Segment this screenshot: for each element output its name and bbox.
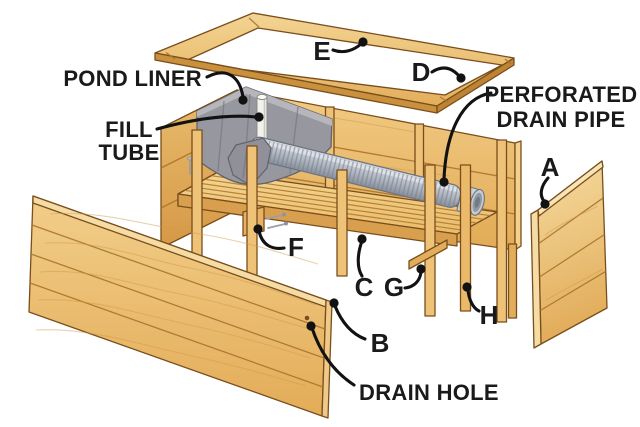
wall-screw [187,156,193,175]
part-letter-f: F [288,232,304,262]
front-batten-middle [336,169,348,277]
front-batten-left [246,145,258,294]
front-panel-board-lines [29,224,326,388]
part-b-leader [329,298,367,341]
leg-h [459,164,472,312]
pond-liner-label: POND LINER [63,66,202,91]
front-batten-right [424,164,436,317]
fill-tube-label-line2: TUBE [98,140,159,165]
part-letter-b: B [371,328,390,358]
part-c-leader [356,234,367,278]
part-letter-d: D [412,57,431,87]
part-letter-h: H [480,300,499,330]
pond-liner-flap-fold [242,145,248,179]
cleat-g [408,239,448,270]
callout-labels: POND LINER FILL TUBE PERFORATED DRAIN PI… [63,36,637,405]
side-panel-left-edge [530,209,542,349]
fill-tube [256,93,268,148]
part-letter-a: A [541,152,560,182]
front-panel-grain [35,212,319,387]
side-panel-board-lines [538,197,607,312]
perforated-drain-pipe-leader [439,91,493,187]
pond-liner-leader [205,71,248,105]
drain-hole-leader [306,321,356,387]
callout-leaders [155,37,550,387]
fill-tube-label-line1: FILL [105,117,153,142]
top-frame-lid [154,12,515,114]
part-f-leader [253,224,286,250]
perforated-drain-pipe-label-line1: PERFORATED [485,82,638,107]
part-letter-g: G [384,272,404,302]
back-wall-end-cap [514,140,522,251]
frame-joint-lines [165,17,512,103]
planter-box-body [160,86,522,323]
drain-hole [304,315,310,321]
part-letter-e: E [313,36,330,66]
side-panel-grain [544,205,604,301]
fill-tube-leader [155,112,264,131]
part-g-leader [403,264,426,290]
side-panel-a [530,160,608,349]
part-letter-c: C [355,272,374,302]
front-battens-and-legs [191,129,472,317]
perforated-drain-pipe-label-line2: DRAIN PIPE [497,107,626,132]
part-d-leader [430,66,466,83]
top-frame-right-edge [436,57,515,114]
drain-hole-label: DRAIN HOLE [359,380,499,405]
fill-tube-opening [256,93,268,101]
pond-liner-top-fold [197,87,332,126]
corner-batten-right [496,139,508,323]
corner-leg-right [507,243,518,319]
part-a-leader [539,176,550,209]
side-panel-top-edge [537,160,604,217]
part-h-leader [462,282,481,313]
part-e-leader [331,37,368,54]
